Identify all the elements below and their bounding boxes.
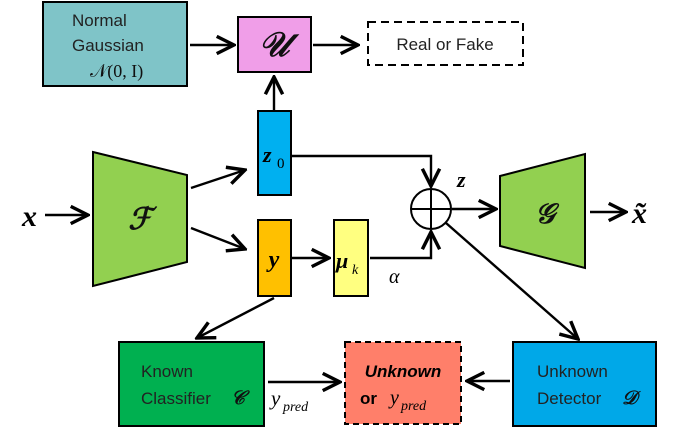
y-label: y (266, 247, 280, 273)
real-or-fake-box: Real or Fake (367, 21, 524, 66)
gaussian-line1: Normal (72, 11, 127, 30)
ypred-edge-label: y (269, 386, 281, 410)
gaussian-distribution: 𝒩(0, I) (90, 61, 143, 82)
unknown-ypred: y (388, 387, 399, 409)
combine-node (410, 188, 452, 230)
z0-box: z 0 (257, 110, 292, 196)
edge-encoder-to-y (190, 226, 245, 249)
mu-label: μ (335, 248, 348, 273)
detector-line2: Detector (537, 389, 602, 408)
encoder-f: ℱ (92, 150, 188, 288)
y-box: y (257, 219, 292, 297)
z0-subscript: 0 (277, 156, 285, 172)
generator-g: 𝒢 (499, 152, 586, 270)
edge-encoder-to-z0 (190, 170, 245, 190)
edge-y-to-classifier (197, 296, 275, 338)
output-x: x̃ (631, 197, 647, 230)
u-discriminator-box: 𝒰 (237, 16, 312, 73)
z-label: z (456, 167, 466, 192)
edge-mu-to-combine (370, 232, 431, 260)
normal-gaussian-box: Normal Gaussian 𝒩(0, I) (42, 1, 188, 87)
ypred-edge-subscript: pred (282, 400, 309, 415)
mu-subscript: k (352, 263, 359, 278)
unknown-detector-box: Unknown Detector 𝒟 (512, 341, 657, 427)
detector-line1: Unknown (537, 362, 608, 381)
known-classifier-box: Known Classifier 𝒞 (118, 341, 265, 427)
edge-combine-to-detector (445, 222, 578, 339)
unknown-ypred-subscript: pred (400, 399, 427, 414)
mu-k-box: μ k (333, 219, 369, 297)
z0-label: z (262, 142, 272, 167)
classifier-line1: Known (141, 362, 193, 381)
real-or-fake-label: Real or Fake (396, 35, 493, 54)
alpha-label: α (389, 266, 400, 288)
detector-symbol: 𝒟 (622, 388, 641, 409)
unknown-label: Unknown (365, 362, 442, 381)
or-label: or (360, 389, 377, 408)
gaussian-line2: Gaussian (72, 36, 144, 55)
unknown-or-ypred-box: Unknown or y pred (344, 341, 462, 425)
input-x: x (21, 200, 37, 233)
edge-z0-to-combine (292, 154, 431, 186)
edges (45, 45, 626, 382)
classifier-line2: Classifier (141, 389, 211, 408)
